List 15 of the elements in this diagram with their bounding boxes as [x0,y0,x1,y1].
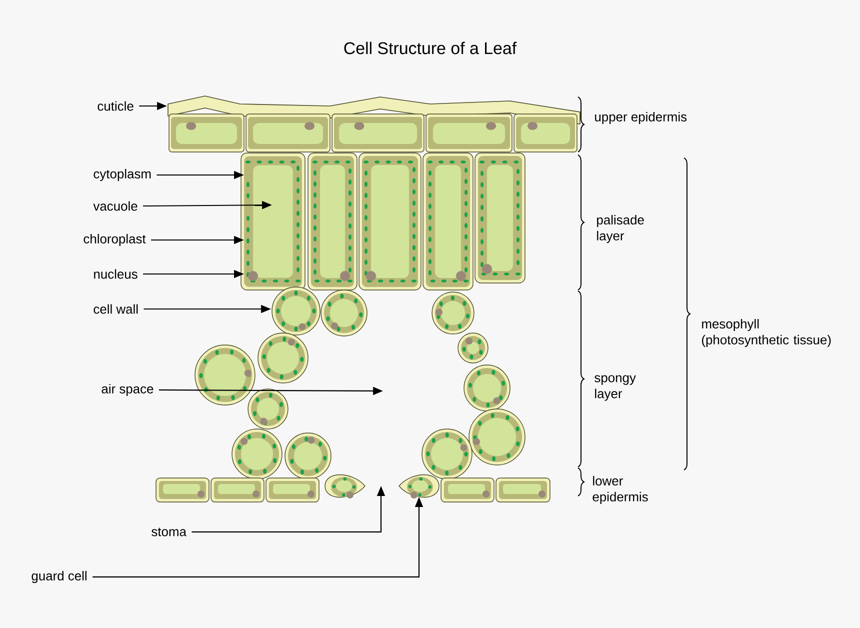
part-label: vacuole [93,201,138,211]
part-label: stoma [152,528,186,536]
part-label: cell wall [94,304,138,314]
region-label: spongy layer [594,375,636,401]
part-label: cuticle [98,101,134,111]
title: Cell Structure of a Leaf [344,42,517,54]
region-label: mesophyll (photosynthetic tissue) [702,318,831,347]
region-label: lower epidermis [592,476,648,504]
part-label: chloroplast [84,234,146,246]
part-label: nucleus [94,269,138,279]
region-label: upper epidermis [595,112,687,124]
part-label: air space [102,384,154,396]
region-label: palisade layer [597,214,644,243]
part-label: cytoplasm [94,168,151,182]
part-label: guard cell [32,570,86,584]
